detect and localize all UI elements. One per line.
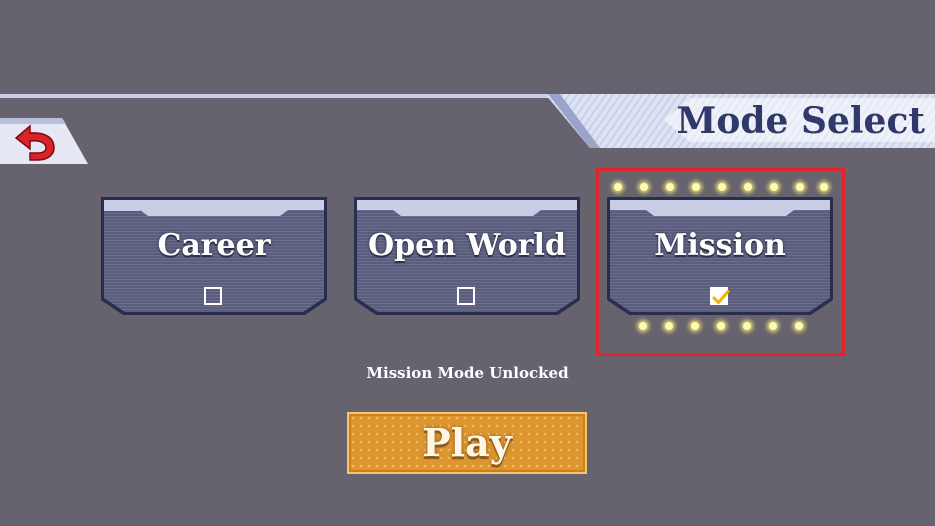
light-bulb: [692, 183, 700, 191]
light-bulb: [717, 322, 725, 330]
card-frame: [607, 197, 833, 315]
mode-label: Open World: [368, 228, 566, 263]
light-bulb: [820, 183, 828, 191]
check-icon: [712, 290, 730, 304]
mode-label: Mission: [654, 228, 786, 263]
light-bulb: [665, 322, 673, 330]
light-bulb: [770, 183, 778, 191]
mode-checkbox[interactable]: [204, 287, 222, 305]
mode-card-open-world[interactable]: Open World: [353, 196, 581, 316]
light-bulb: [769, 322, 777, 330]
mode-card-mission[interactable]: Mission: [606, 196, 834, 316]
light-bulb: [743, 322, 751, 330]
header-banner: [0, 94, 935, 148]
light-bulb: [744, 183, 752, 191]
mode-label: Career: [157, 228, 271, 263]
light-bulb: [640, 183, 648, 191]
light-bulb: [666, 183, 674, 191]
mode-card-career[interactable]: Career: [100, 196, 328, 316]
light-bulb: [796, 183, 804, 191]
status-message: Mission Mode Unlocked: [366, 364, 569, 382]
page-title: Mode Select: [676, 100, 925, 142]
light-bulb: [639, 322, 647, 330]
play-button-label: Play: [422, 420, 512, 465]
mode-checkbox[interactable]: [457, 287, 475, 305]
light-bulb: [691, 322, 699, 330]
back-button[interactable]: [0, 118, 90, 166]
card-frame: [354, 197, 580, 315]
mode-checkbox[interactable]: [710, 287, 730, 305]
selection-highlight: [596, 168, 845, 356]
light-bulb: [614, 183, 622, 191]
card-frame: [101, 197, 327, 315]
light-bulb: [718, 183, 726, 191]
light-bulb: [795, 322, 803, 330]
back-arrow-icon: [0, 118, 88, 164]
play-button[interactable]: Play: [347, 412, 587, 474]
